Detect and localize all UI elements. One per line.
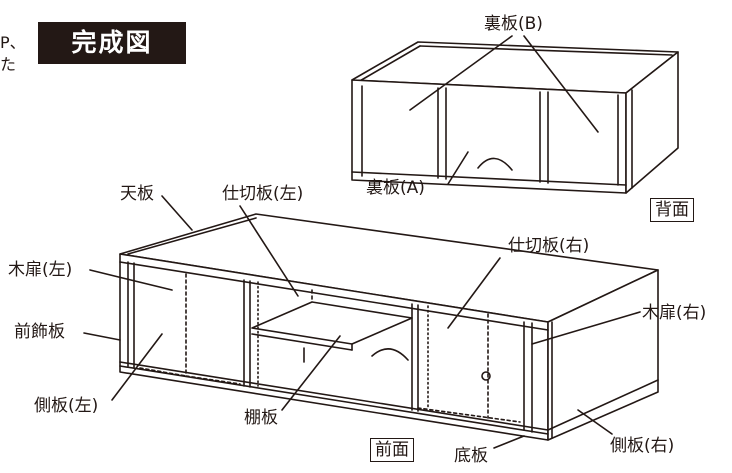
leader-partition-right <box>447 257 501 329</box>
label-top-panel: 天板 <box>120 184 154 204</box>
label-back-panel-a: 裏板(A) <box>366 178 425 198</box>
right-door-dash-2 <box>417 407 521 423</box>
leader-side-panel-right <box>577 409 613 435</box>
label-back-panel-b: 裏板(B) <box>484 14 543 34</box>
leader-front-trim <box>83 332 121 341</box>
front-view-top-slab <box>119 261 549 331</box>
cropped-text-fragment-1: P、 <box>0 33 26 52</box>
leader-wood-door-right <box>531 311 641 345</box>
front-view-cable-hole <box>371 348 409 361</box>
label-wood-door-right: 木扉(右) <box>642 303 707 323</box>
leader-wood-door-left <box>89 269 173 291</box>
leader-side-panel-left <box>111 333 163 401</box>
completed-figure-title: 完成図 <box>38 22 186 64</box>
back-view-cabinet <box>351 41 679 194</box>
label-partition-right: 仕切板(右) <box>508 236 590 256</box>
label-wood-door-left: 木扉(左) <box>8 260 73 280</box>
back-view-top-edge-inner <box>419 45 673 56</box>
hinge-marker <box>481 371 491 381</box>
front-view-tag: 前面 <box>370 438 414 462</box>
shelf-front-edge <box>251 333 353 351</box>
label-shelf: 棚板 <box>244 408 278 428</box>
label-front-trim: 前飾板 <box>14 322 65 342</box>
label-partition-left: 仕切板(左) <box>222 184 304 204</box>
cropped-text-fragment-2: た <box>0 55 17 74</box>
back-view-front-face <box>351 79 627 194</box>
front-view-base-top <box>119 361 549 431</box>
label-side-panel-right: 側板(右) <box>610 436 675 456</box>
leader-back-panel-b-2 <box>523 35 599 133</box>
left-door-dash-2 <box>185 375 241 385</box>
back-view-side-face <box>625 51 679 194</box>
leader-bottom-panel <box>493 435 525 449</box>
left-door-dash-3 <box>139 367 187 377</box>
back-view-tag: 背面 <box>650 198 694 222</box>
back-view-top-edge <box>357 45 421 83</box>
leader-back-panel-b-1 <box>409 35 513 111</box>
leader-shelf <box>281 335 341 411</box>
label-bottom-panel: 底板 <box>454 446 488 466</box>
back-view-bottom-strip <box>351 171 627 186</box>
leader-top-panel <box>161 195 193 231</box>
leader-partition-left <box>239 205 299 297</box>
back-view-cable-hole <box>477 157 513 171</box>
front-view-top-back-edge <box>127 217 257 255</box>
label-side-panel-left: 側板(左) <box>34 396 99 416</box>
front-view-side-face <box>547 269 659 441</box>
leader-back-panel-a <box>447 151 469 185</box>
front-view-cabinet <box>119 213 659 441</box>
front-view-base-side <box>547 379 659 431</box>
